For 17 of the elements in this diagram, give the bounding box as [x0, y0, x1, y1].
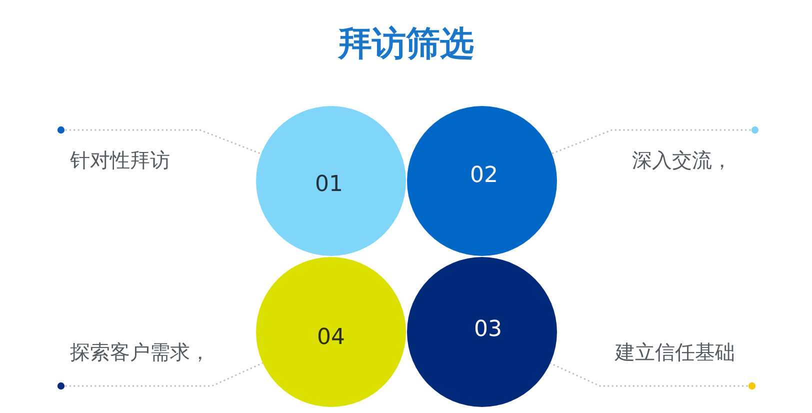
title: 拜访筛选	[338, 27, 474, 61]
step-number: 01	[315, 174, 343, 196]
step-number: 02	[470, 165, 498, 187]
leader-line	[57, 362, 263, 390]
step-label: 深入交流，	[632, 150, 732, 170]
step-circle	[256, 106, 406, 256]
step-label: 针对性拜访	[70, 150, 170, 170]
leader-line	[57, 126, 262, 154]
step-number: 03	[474, 319, 502, 341]
leader-line	[550, 362, 756, 390]
step-circle	[407, 106, 557, 256]
step-circle	[407, 257, 557, 407]
step-number: 04	[317, 327, 345, 349]
step-circle	[256, 257, 406, 407]
leader-line	[552, 126, 759, 154]
step-label: 探索客户需求，	[70, 342, 210, 362]
step-label: 建立信任基础	[615, 342, 735, 362]
